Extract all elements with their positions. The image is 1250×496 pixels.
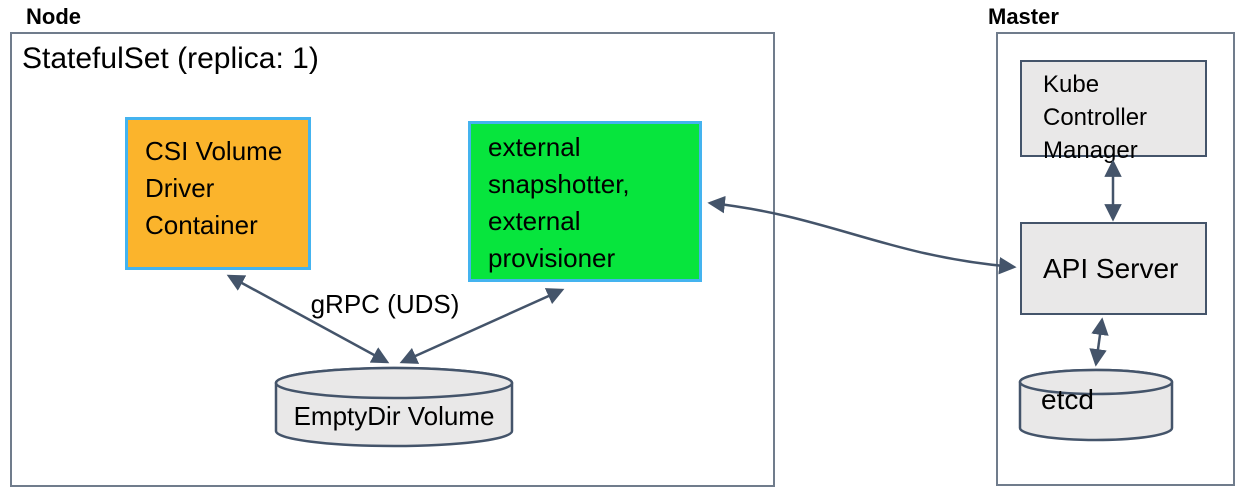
csi-box-line: Driver (145, 173, 215, 203)
emptydir-cylinder (274, 366, 514, 448)
csi-volume-driver-box: CSI Volume Driver Container (125, 117, 311, 270)
csi-emptydir-arrow (226, 274, 390, 364)
external-apiserver-arrow (707, 195, 1017, 275)
external-emptydir-arrow (399, 288, 565, 364)
external-box-line: external (488, 132, 581, 162)
external-box-line: external (488, 206, 581, 236)
kcm-box-line: Kube (1043, 71, 1100, 98)
etcd-label: etcd (1041, 384, 1094, 415)
emptydir-volume-label: EmptyDir Volume (293, 401, 495, 431)
master-section-label: Master (988, 4, 1059, 29)
csi-box-line: Container (145, 210, 258, 240)
kcm-box-line: Manager (1043, 137, 1138, 164)
statefulset-title: StatefulSet (replica: 1) (22, 42, 319, 75)
kcm-box-line: Controller (1043, 104, 1148, 131)
external-sidecars-box: external snapshotter, external provision… (468, 121, 702, 282)
external-box-line: provisioner (488, 243, 616, 273)
external-box-line: snapshotter, (488, 169, 630, 199)
node-section-label: Node (26, 4, 81, 29)
apiserver-etcd-arrow (1089, 317, 1109, 367)
csi-box-line: CSI Volume (145, 136, 283, 166)
grpc-uds-label: gRPC (UDS) (310, 289, 460, 319)
api-server-label: API Server (1043, 252, 1179, 284)
kube-controller-manager-box: Kube Controller Manager (1020, 60, 1207, 164)
api-server-box: API Server (1020, 222, 1207, 315)
etcd-cylinder (1018, 368, 1174, 442)
